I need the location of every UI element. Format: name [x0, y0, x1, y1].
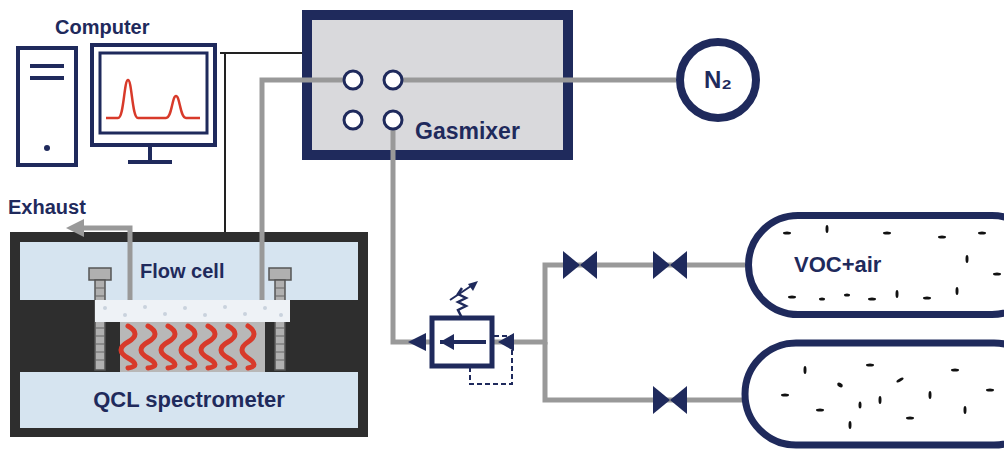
gas-line	[573, 80, 676, 81]
gas-line	[393, 160, 745, 342]
node-label: Gasmixer	[415, 119, 520, 144]
flow-cell: Flow cell	[95, 300, 290, 322]
node-label: Flow cell	[140, 260, 224, 282]
node-label: N₂	[704, 67, 732, 93]
gas-cylinder: VOC+air	[745, 212, 1004, 318]
gas-line	[220, 53, 302, 54]
gasmixer-box: Gasmixer	[302, 10, 573, 160]
node-label: Computer	[55, 16, 149, 38]
node-label: QCL spectrometer	[93, 388, 285, 412]
gas-source-circle: N₂	[676, 38, 760, 122]
gas-line	[262, 80, 302, 300]
spectrometer-panel: QCL spectrometer	[20, 372, 358, 428]
node-label: VOC+air	[794, 253, 881, 277]
computer-icon: Computer	[15, 12, 220, 172]
exhaust-label: Exhaust	[8, 196, 86, 219]
